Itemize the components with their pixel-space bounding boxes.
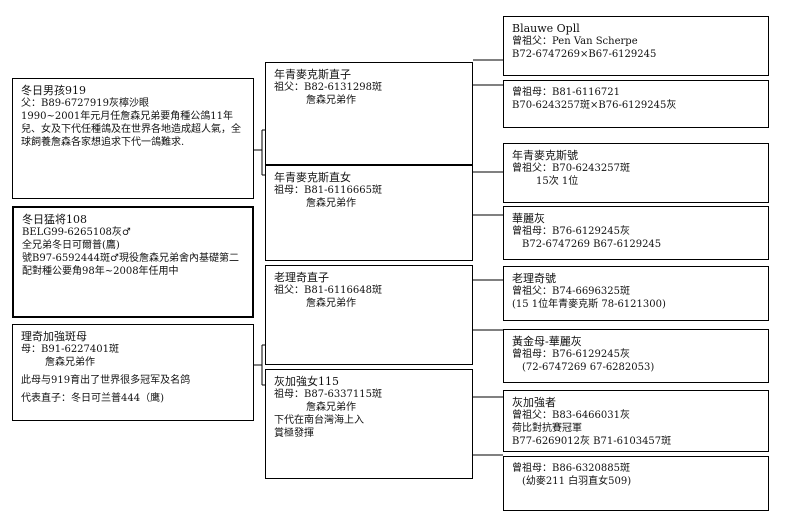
- great-grandparent-line: 曾祖母：B76-6129245灰: [512, 226, 630, 237]
- grandparent-box-1: 年青麥克斯直子 祖父：B82-6131298斑 詹森兄弟作: [265, 62, 473, 165]
- grandparent-note: 下代在南台灣海上入: [274, 415, 364, 426]
- grandparent-title: 年青麥克斯直女: [274, 171, 351, 184]
- great-grandparent-line: 曾祖父：Pen Van Scherpe: [512, 36, 638, 47]
- dam-sire-ring: BELG99-6265108灰♂: [22, 227, 131, 238]
- grandparent-breeder: 詹森兄弟作: [306, 95, 356, 106]
- great-grandparent-box-2: 曾祖母：B81-6116721 B70-6243257斑×B76-6129245…: [503, 80, 769, 128]
- dam-title: 理奇加強斑母: [21, 330, 87, 343]
- great-grandparent-title: Blauwe Opll: [512, 22, 580, 35]
- sire-description: 1990~2001年元月任詹森兄弟要角種公鴿11年兒、女及下代任種鴿及在世界各地…: [21, 111, 241, 148]
- grandparent-breeder: 詹森兄弟作: [306, 402, 356, 413]
- dam-description: 此母与919育出了世界很多冠军及名鸽: [21, 375, 191, 386]
- great-grandparent-title: 華麗灰: [512, 212, 545, 225]
- great-grandparent-line: 荷比對抗賽冠軍: [512, 423, 582, 434]
- grandparent-breeder: 詹森兄弟作: [306, 298, 356, 309]
- great-grandparent-line: 曾祖母：B86-6320885斑: [512, 463, 630, 474]
- great-grandparent-line: (15 1位年青麥克斯 78-6121300): [512, 299, 666, 310]
- grandparent-title: 灰加強女115: [274, 375, 339, 388]
- grandparent-title: 年青麥克斯直子: [274, 68, 351, 81]
- great-grandparent-box-6: 黃金母-華麗灰 曾祖母：B76-6129245灰 (72-6747269 67-…: [503, 329, 769, 383]
- great-grandparent-line: 曾祖父：B70-6243257斑: [512, 163, 630, 174]
- grandparent-line: 祖父：B81-6116648斑: [274, 285, 382, 296]
- grandparent-title: 老理奇直子: [274, 271, 329, 284]
- great-grandparent-box-8: 曾祖母：B86-6320885斑 (幼麥211 白羽直女509): [503, 456, 769, 511]
- grandparent-box-2: 年青麥克斯直女 祖母：B81-6116665斑 詹森兄弟作: [265, 165, 473, 261]
- sire-father: 父：B89-6727919灰檸沙眼: [21, 98, 149, 109]
- grandparent-box-3: 老理奇直子 祖父：B81-6116648斑 詹森兄弟作: [265, 265, 473, 365]
- grandparent-line: 祖父：B82-6131298斑: [274, 82, 382, 93]
- great-grandparent-line: (72-6747269 67-6282053): [522, 362, 655, 373]
- great-grandparent-line: 曾祖母：B76-6129245灰: [512, 349, 630, 360]
- grandparent-line: 祖母：B81-6116665斑: [274, 185, 382, 196]
- dam-box: 理奇加強斑母 母：B91-6227401斑 詹森兄弟作 此母与919育出了世界很…: [12, 324, 254, 421]
- great-grandparent-line: (幼麥211 白羽直女509): [522, 476, 632, 487]
- grandparent-line: 祖母：B87-6337115斑: [274, 389, 382, 400]
- grandparent-breeder: 詹森兄弟作: [306, 198, 356, 209]
- great-grandparent-box-3: 年青麥克斯號 曾祖父：B70-6243257斑 15次 1位: [503, 143, 769, 203]
- dam-mother: 母：B91-6227401斑: [21, 344, 119, 355]
- great-grandparent-line: B70-6243257斑×B76-6129245灰: [512, 100, 677, 111]
- grandparent-box-4: 灰加強女115 祖母：B87-6337115斑 詹森兄弟作 下代在南台灣海上入 …: [265, 369, 473, 479]
- great-grandparent-line: 曾祖母：B81-6116721: [512, 87, 620, 98]
- great-grandparent-line: B77-6269012灰 B71-6103457斑: [512, 436, 672, 447]
- dam-sire-title: 冬日猛将108: [22, 213, 87, 226]
- great-grandparent-line: 15次 1位: [536, 176, 579, 187]
- great-grandparent-line: B72-6747269 B67-6129245: [522, 239, 662, 250]
- great-grandparent-title: 年青麥克斯號: [512, 149, 578, 162]
- great-grandparent-line: B72-6747269×B67-6129245: [512, 49, 657, 60]
- great-grandparent-box-5: 老理奇號 曾祖父：B74-6696325斑 (15 1位年青麥克斯 78-612…: [503, 266, 769, 321]
- dam-representative: 代表直子：冬日可兰普444（鹰): [21, 393, 164, 404]
- great-grandparent-box-7: 灰加強者 曾祖父：B83-6466031灰 荷比對抗賽冠軍 B77-626901…: [503, 390, 769, 452]
- great-grandparent-box-4: 華麗灰 曾祖母：B76-6129245灰 B72-6747269 B67-612…: [503, 206, 769, 260]
- sire-title: 冬日男孩919: [21, 84, 86, 97]
- dam-sire-brother: 全兄弟冬日可爾普(鷹): [22, 240, 120, 251]
- great-grandparent-title: 老理奇號: [512, 272, 556, 285]
- great-grandparent-line: 曾祖父：B74-6696325斑: [512, 286, 630, 297]
- great-grandparent-title: 黃金母-華麗灰: [512, 335, 582, 348]
- grandparent-note: 賞極發揮: [274, 428, 314, 439]
- dam-sire-description: 號B97-6592444斑♂現役詹森兄弟舍內基礎第二配對種公要角98年~2008…: [22, 253, 239, 277]
- sire-box: 冬日男孩919 父：B89-6727919灰檸沙眼 1990~2001年元月任詹…: [12, 78, 254, 199]
- great-grandparent-line: 曾祖父：B83-6466031灰: [512, 410, 630, 421]
- great-grandparent-box-1: Blauwe Opll 曾祖父：Pen Van Scherpe B72-6747…: [503, 16, 769, 76]
- dam-sire-box: 冬日猛将108 BELG99-6265108灰♂ 全兄弟冬日可爾普(鷹) 號B9…: [12, 206, 254, 318]
- dam-breeder: 詹森兄弟作: [45, 357, 95, 368]
- great-grandparent-title: 灰加強者: [512, 396, 556, 409]
